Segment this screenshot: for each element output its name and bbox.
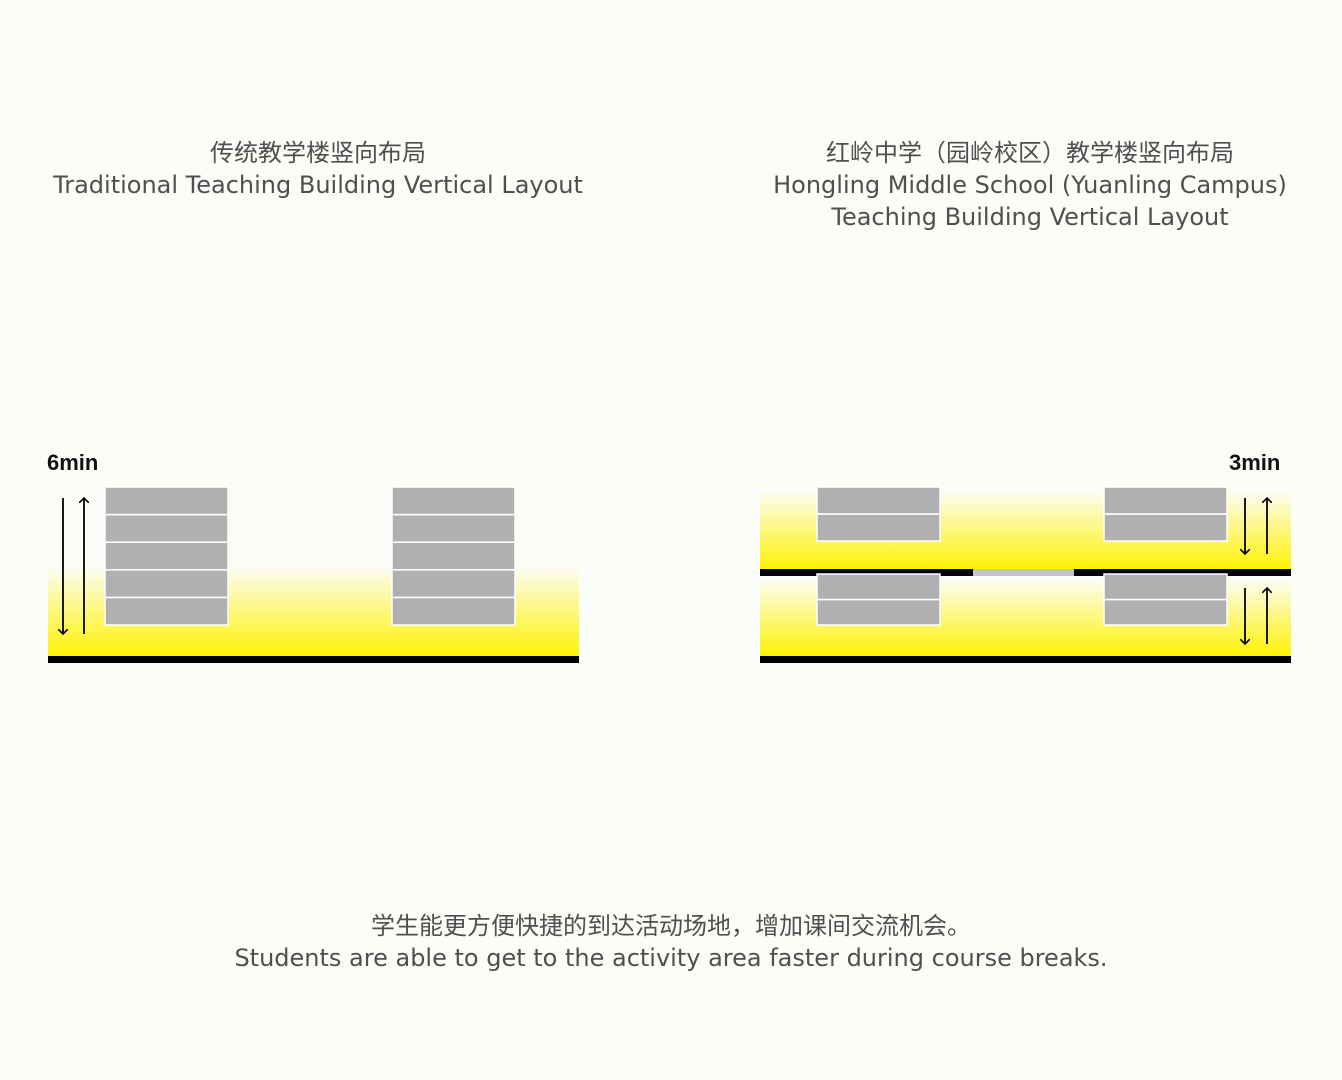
floor-block [1103,513,1228,542]
right-building-b-lower [1103,573,1228,626]
floor-block [391,513,516,543]
right-bridge-walkway [973,569,1074,576]
left-diagram [48,486,579,663]
floor-block [104,569,229,599]
floor-block [391,569,516,599]
right-ground-line [760,656,1291,663]
floor-block [816,486,941,515]
floor-block [1103,598,1228,626]
caption: 学生能更方便快捷的到达活动场地，增加课间交流机会。 Students are a… [0,910,1342,974]
left-title-en: Traditional Teaching Building Vertical L… [53,171,583,199]
floor-block [104,513,229,543]
floor-block [104,596,229,626]
right-elevated-platform-right [1074,569,1291,576]
right-building-b-upper [1103,486,1228,542]
left-building-a [104,486,229,626]
floor-block [391,486,516,516]
caption-en: Students are able to get to the activity… [234,944,1108,972]
floor-block [816,573,941,601]
right-building-a-upper [816,486,941,542]
right-title-zh: 红岭中学（园岭校区）教学楼竖向布局 [826,139,1234,167]
right-title-en-line2: Teaching Building Vertical Layout [831,203,1229,231]
floor-block [816,513,941,542]
floor-block [104,541,229,571]
floor-block [391,596,516,626]
floor-block [391,541,516,571]
floor-block [1103,573,1228,601]
left-building-b [391,486,516,626]
right-diagram-title: 红岭中学（园岭校区）教学楼竖向布局 Hongling Middle School… [730,137,1330,233]
right-title-en-line1: Hongling Middle School (Yuanling Campus) [773,171,1287,199]
floor-block [1103,486,1228,515]
caption-zh: 学生能更方便快捷的到达活动场地，增加课间交流机会。 [371,912,971,940]
left-time-label: 6min [47,450,99,475]
left-diagram-title: 传统教学楼竖向布局 Traditional Teaching Building … [18,137,618,201]
floor-block [104,486,229,516]
right-elevated-platform-left [760,569,973,576]
right-time-label: 3min [1229,450,1281,475]
left-ground-line [48,656,579,663]
floor-block [816,598,941,626]
left-title-zh: 传统教学楼竖向布局 [210,139,426,167]
right-diagram [760,486,1291,663]
right-building-a-lower [816,573,941,626]
